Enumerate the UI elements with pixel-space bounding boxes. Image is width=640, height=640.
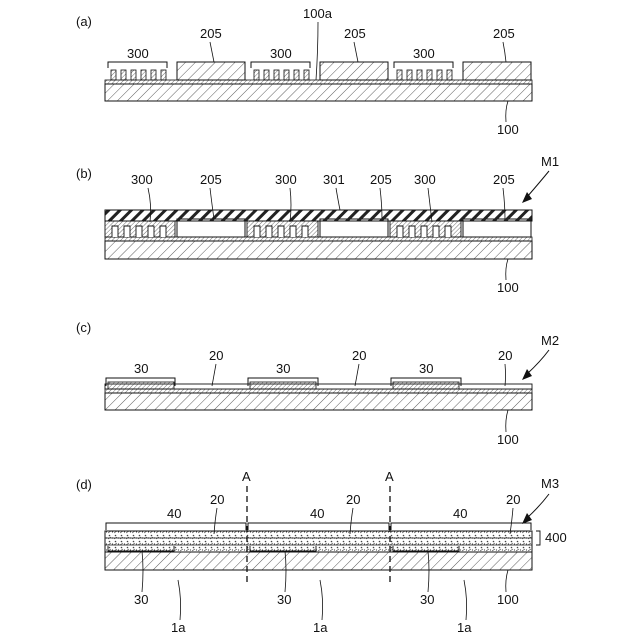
layer-label-400: 400 — [545, 530, 567, 545]
callout-300: 300 — [275, 172, 297, 187]
interface-layer — [105, 80, 532, 84]
callout-205: 205 — [493, 26, 515, 41]
substrate-100 — [105, 84, 532, 101]
cut-label-A: A — [385, 469, 394, 484]
panel-label: (d) — [76, 477, 92, 492]
pillar-group-300 — [254, 70, 309, 80]
encapsulation-400 — [105, 531, 532, 552]
brace — [394, 62, 453, 68]
unit-label-1a: 1a — [457, 620, 472, 635]
callout-30: 30 — [277, 592, 291, 607]
substrate-label-100: 100 — [497, 122, 519, 137]
brace — [108, 62, 167, 68]
callout-40: 40 — [310, 506, 324, 521]
panel-d: (d) A A 40 20 40 20 40 20 400 M3 30 30 3… — [76, 469, 567, 635]
callout-30: 30 — [134, 592, 148, 607]
bracket-400 — [536, 531, 540, 545]
unit-label-1a: 1a — [171, 620, 186, 635]
panel-c: (c) 30 20 30 20 30 20 M2 100 — [76, 320, 559, 447]
callout-205: 205 — [344, 26, 366, 41]
substrate-label-100: 100 — [497, 280, 519, 295]
device-30 — [393, 382, 459, 389]
arrow-M1 — [522, 171, 549, 203]
chip-205 — [177, 219, 245, 237]
pillar-group-300 — [247, 221, 318, 237]
brace — [251, 62, 310, 68]
assembly-label-M3: M3 — [541, 476, 559, 491]
brace — [106, 523, 246, 530]
callout-20: 20 — [352, 348, 366, 363]
chip-205 — [320, 219, 388, 237]
callout-205: 205 — [370, 172, 392, 187]
pillar-group-300 — [397, 70, 452, 80]
panel-label: (c) — [76, 320, 91, 335]
callout-20: 20 — [498, 348, 512, 363]
callout-30: 30 — [420, 592, 434, 607]
pillar-group-300 — [105, 221, 175, 237]
interface-layer — [105, 389, 532, 393]
chip-205 — [177, 62, 245, 80]
callout-205: 205 — [493, 172, 515, 187]
callout-20: 20 — [346, 492, 360, 507]
substrate-label-100: 100 — [497, 432, 519, 447]
callout-300: 300 — [413, 46, 435, 61]
callout-205: 205 — [200, 172, 222, 187]
panel-a: (a) 300 205 300 205 300 205 10 — [76, 6, 532, 137]
surface-label-100a: 100a — [303, 6, 333, 21]
callout-30: 30 — [134, 361, 148, 376]
callout-20: 20 — [210, 492, 224, 507]
substrate-100 — [105, 552, 532, 570]
callout-300: 300 — [270, 46, 292, 61]
mold-layer-301 — [105, 210, 532, 221]
chip-205 — [463, 62, 531, 80]
callout-40: 40 — [453, 506, 467, 521]
callout-301: 301 — [323, 172, 345, 187]
device-30 — [250, 382, 316, 389]
arrow-M3 — [522, 494, 549, 524]
substrate-label-100: 100 — [497, 592, 519, 607]
interface-layer — [105, 237, 532, 241]
chip-205 — [463, 219, 531, 237]
callout-40: 40 — [167, 506, 181, 521]
device-30 — [108, 382, 174, 389]
callout-20: 20 — [209, 348, 223, 363]
panel-b: (b) 300 205 300 301 205 300 205 M1 100 — [76, 154, 559, 295]
substrate-100 — [105, 241, 532, 259]
chip-205 — [320, 62, 388, 80]
brace — [248, 523, 389, 530]
callout-30: 30 — [419, 361, 433, 376]
callout-300: 300 — [127, 46, 149, 61]
panel-label: (a) — [76, 14, 92, 29]
substrate-100 — [105, 393, 532, 410]
callout-205: 205 — [200, 26, 222, 41]
pillar-group-300 — [111, 70, 166, 80]
pillar-group-300 — [390, 221, 461, 237]
callout-30: 30 — [276, 361, 290, 376]
arrow-M2 — [522, 350, 549, 380]
callout-20: 20 — [506, 492, 520, 507]
assembly-label-M2: M2 — [541, 333, 559, 348]
callout-300: 300 — [414, 172, 436, 187]
brace — [391, 523, 531, 530]
callout-300: 300 — [131, 172, 153, 187]
assembly-label-M1: M1 — [541, 154, 559, 169]
unit-label-1a: 1a — [313, 620, 328, 635]
cut-label-A: A — [242, 469, 251, 484]
panel-label: (b) — [76, 166, 92, 181]
